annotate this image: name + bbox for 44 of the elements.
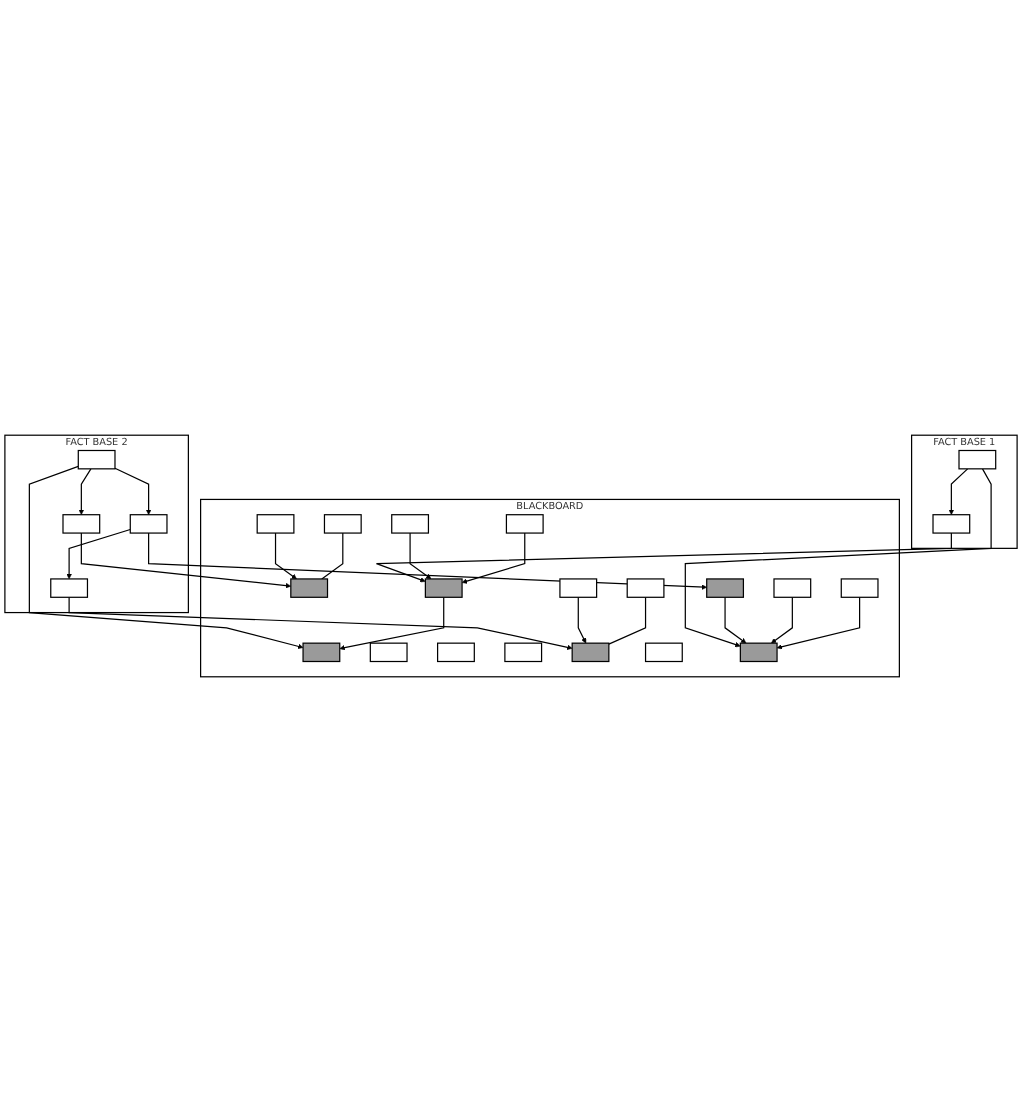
arrow [577,596,587,644]
arrow [724,596,747,644]
node-box [129,514,168,534]
arrow [274,532,297,580]
arrow [771,596,793,644]
arrow [148,532,707,590]
node-box [739,642,778,663]
arrow [339,596,445,651]
node-box [77,449,116,470]
connector [321,532,344,580]
node-box [256,514,295,534]
arrow [28,465,304,649]
node-box [644,642,683,663]
arrow [776,596,861,650]
node-box [571,642,610,663]
node-box [840,578,879,598]
node-box [290,578,329,598]
node-box [706,578,744,598]
node-box [50,578,89,598]
node-box [424,578,463,598]
node-box [505,514,544,534]
arrow [461,532,526,584]
arrow [80,532,292,589]
node-box [559,578,598,598]
node-box [626,578,665,598]
arrow [375,532,952,583]
arrow [948,468,969,515]
node-box [437,642,475,663]
node-box [504,642,543,663]
arrow [78,468,92,515]
node-box [773,578,812,598]
arrow [684,468,992,648]
node-box [932,514,971,534]
node-box [62,514,101,534]
connector [608,596,647,645]
node-box [323,514,362,534]
arrow [68,596,573,650]
node-box [958,449,997,470]
node-box [391,514,430,534]
node-box [369,642,408,663]
arrow [114,467,152,515]
node-box [302,642,341,663]
arrow [409,532,432,580]
arrow [66,528,131,580]
